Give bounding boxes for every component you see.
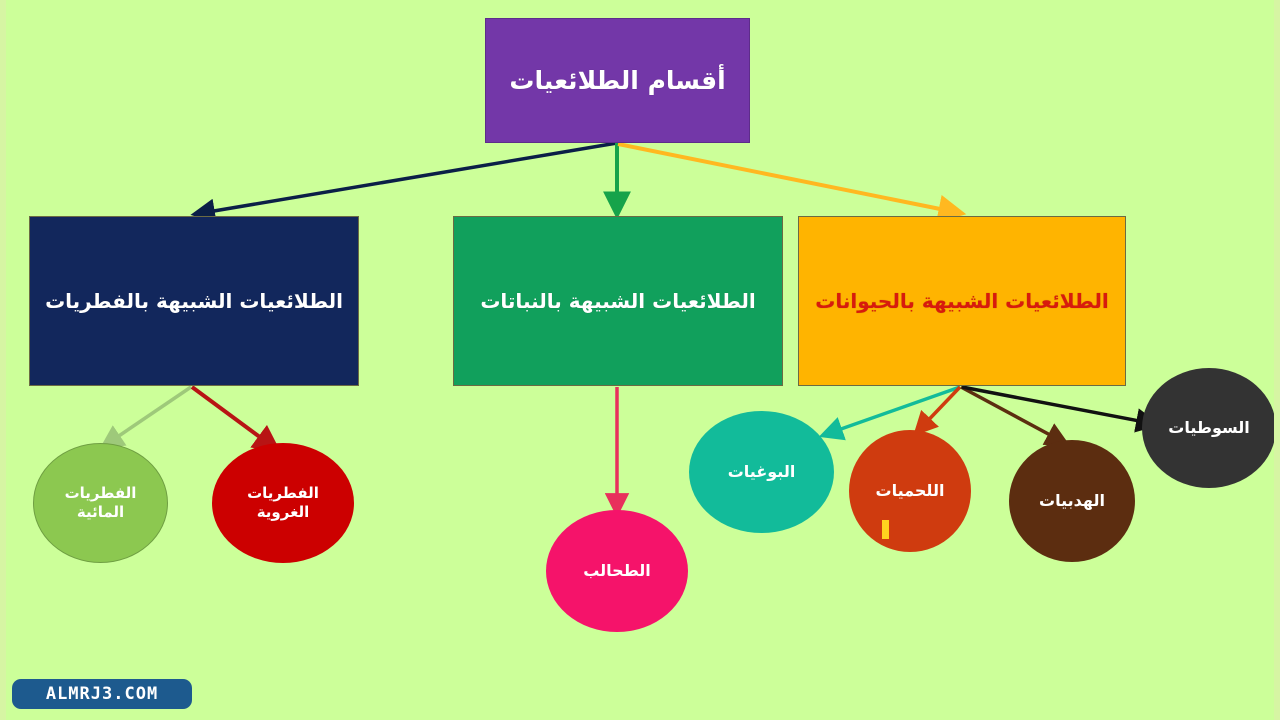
site-watermark-text: ALMRJ3.COM: [45, 684, 159, 704]
connector-animal-like-to-ciliates: [960, 385, 1070, 446]
node-algae-label: الطحالب: [583, 560, 651, 580]
node-plant-like-protists-label: الطلائعيات الشبيهة بالنباتات: [480, 288, 756, 313]
connector-fungus-like-to-water-molds: [99, 385, 192, 450]
node-algae[interactable]: الطحالب: [546, 510, 688, 632]
node-slime-molds-label: الفطريات الغروية: [247, 483, 319, 522]
node-title[interactable]: أقسام الطلائعيات: [485, 18, 750, 143]
node-fungus-like-protists[interactable]: الطلائعيات الشبيهة بالفطريات: [29, 216, 359, 386]
node-water-molds-label: الفطريات المائية: [64, 483, 137, 522]
site-watermark-badge: ALMRJ3.COM: [12, 679, 192, 709]
text-cursor-icon: [882, 520, 889, 539]
connector-animal-like-to-sarcodines: [913, 385, 962, 437]
node-sarcodines[interactable]: اللحميات: [849, 430, 971, 552]
node-title-label: أقسام الطلائعيات: [509, 65, 726, 95]
left-edge-border: [0, 0, 6, 720]
node-animal-like-protists[interactable]: الطلائعيات الشبيهة بالحيوانات: [798, 216, 1126, 386]
node-ciliates-label: الهدبيات: [1039, 490, 1105, 510]
node-sarcodines-label: اللحميات: [875, 480, 945, 500]
connector-animal-like-to-sporozoans: [818, 385, 961, 441]
node-sporozoans[interactable]: البوغيات: [689, 411, 834, 533]
node-ciliates[interactable]: الهدبيات: [1009, 440, 1135, 562]
node-water-molds[interactable]: الفطريات المائية: [33, 443, 168, 563]
node-flagellates[interactable]: السوطيات: [1142, 368, 1276, 488]
connector-title-to-fungus-like: [190, 141, 618, 223]
connector-animal-like-to-flagellates: [961, 385, 1161, 433]
node-animal-like-protists-label: الطلائعيات الشبيهة بالحيوانات: [815, 288, 1109, 313]
connector-fungus-like-to-slime-molds: [190, 385, 282, 453]
node-plant-like-protists[interactable]: الطلائعيات الشبيهة بالنباتات: [453, 216, 783, 386]
node-slime-molds[interactable]: الفطريات الغروية: [212, 443, 354, 563]
node-fungus-like-protists-label: الطلائعيات الشبيهة بالفطريات: [45, 288, 343, 313]
node-sporozoans-label: البوغيات: [727, 461, 796, 481]
node-flagellates-label: السوطيات: [1168, 417, 1250, 437]
connector-title-to-animal-like: [617, 142, 967, 223]
right-edge-border: [1274, 0, 1280, 720]
